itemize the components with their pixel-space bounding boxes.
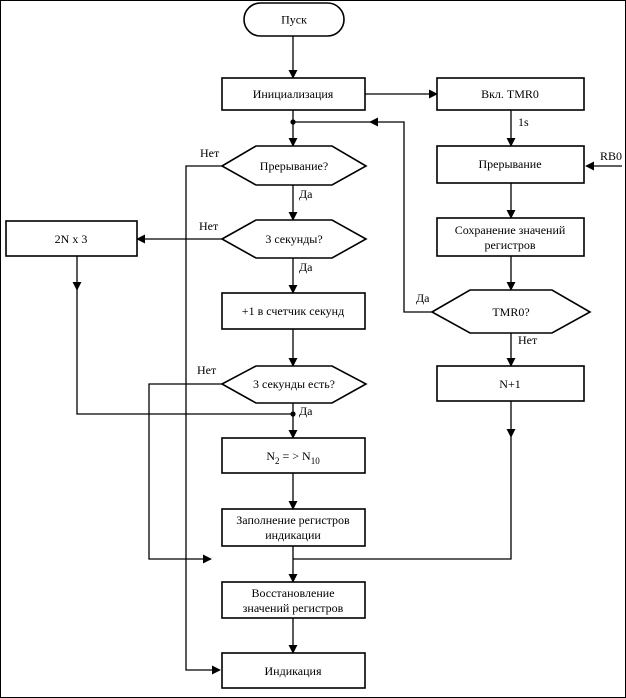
- interrupt-q-label: Прерывание?: [260, 159, 328, 173]
- arrow-interrupt-no: [185, 165, 222, 675]
- fill-registers-line1: Заполнение регистров: [236, 513, 350, 527]
- two-n-x3-label: 2N x 3: [55, 232, 88, 246]
- interrupt-decision: [220, 145, 368, 186]
- arrow-done-q-no: [148, 383, 222, 564]
- display-label: Индикация: [265, 664, 322, 678]
- three-sec-q-label: 3 секунды?: [265, 232, 322, 246]
- restore-registers-line2: значений регистров: [243, 601, 344, 615]
- fill-registers-box: [221, 508, 366, 547]
- display-box: [221, 652, 366, 689]
- three-sec-decision: [220, 219, 368, 259]
- save-registers-line2: регистров: [484, 238, 535, 252]
- line-2nx3-merge: [76, 290, 293, 415]
- start-terminal: [243, 2, 345, 37]
- label-three-sec-done-no: Нет: [197, 363, 217, 377]
- convert-arrow: = > N: [279, 449, 311, 463]
- interrupt-label: Прерывание: [478, 157, 541, 171]
- n-plus-one-box: [436, 365, 585, 402]
- label-three-sec-done-yes: Да: [299, 404, 313, 418]
- two-n-x3-box: [5, 220, 138, 257]
- save-registers-box: [436, 217, 585, 257]
- enable-tmr0-box: [436, 77, 585, 111]
- increment-box: [221, 292, 366, 330]
- label-three-sec-yes: Да: [299, 260, 313, 274]
- init-box: [221, 77, 366, 111]
- label-rb0: RB0: [600, 149, 622, 163]
- convert-sub10: 10: [311, 456, 321, 466]
- line-nplus1-merge: [293, 437, 512, 560]
- label-interrupt-no: Нет: [200, 146, 220, 160]
- interrupt-box: [436, 145, 585, 184]
- tmr0-decision: [430, 289, 592, 334]
- three-sec-done-q-label: 3 секунды есть?: [253, 377, 335, 391]
- label-three-sec-no: Нет: [199, 219, 219, 233]
- label-tmr0-yes: Да: [416, 291, 430, 305]
- tmr0-q-label: TMR0?: [492, 305, 529, 319]
- increment-label: +1 в счетчик секунд: [242, 304, 344, 318]
- three-sec-done-decision: [220, 365, 368, 404]
- label-interrupt-yes: Да: [299, 187, 313, 201]
- label-one-second: 1s: [518, 115, 529, 129]
- restore-registers-box: [221, 581, 366, 619]
- n-plus-one-label: N+1: [499, 377, 520, 391]
- convert-n2: N: [266, 449, 275, 463]
- arrow-tmr0q-yes: [369, 117, 432, 313]
- start-label: Пуск: [281, 13, 307, 27]
- convert-sub2: 2: [275, 456, 280, 466]
- label-tmr0-no: Нет: [518, 333, 538, 347]
- restore-registers-line1: Восстановление: [251, 586, 334, 600]
- fill-registers-line2: индикации: [265, 528, 321, 542]
- init-label: Инициализация: [253, 87, 334, 101]
- convert-label: N2 = > N10: [266, 449, 320, 466]
- convert-box: [221, 437, 366, 474]
- enable-tmr0-label: Вкл. TMR0: [481, 87, 539, 101]
- save-registers-line1: Сохранение значений: [455, 223, 566, 237]
